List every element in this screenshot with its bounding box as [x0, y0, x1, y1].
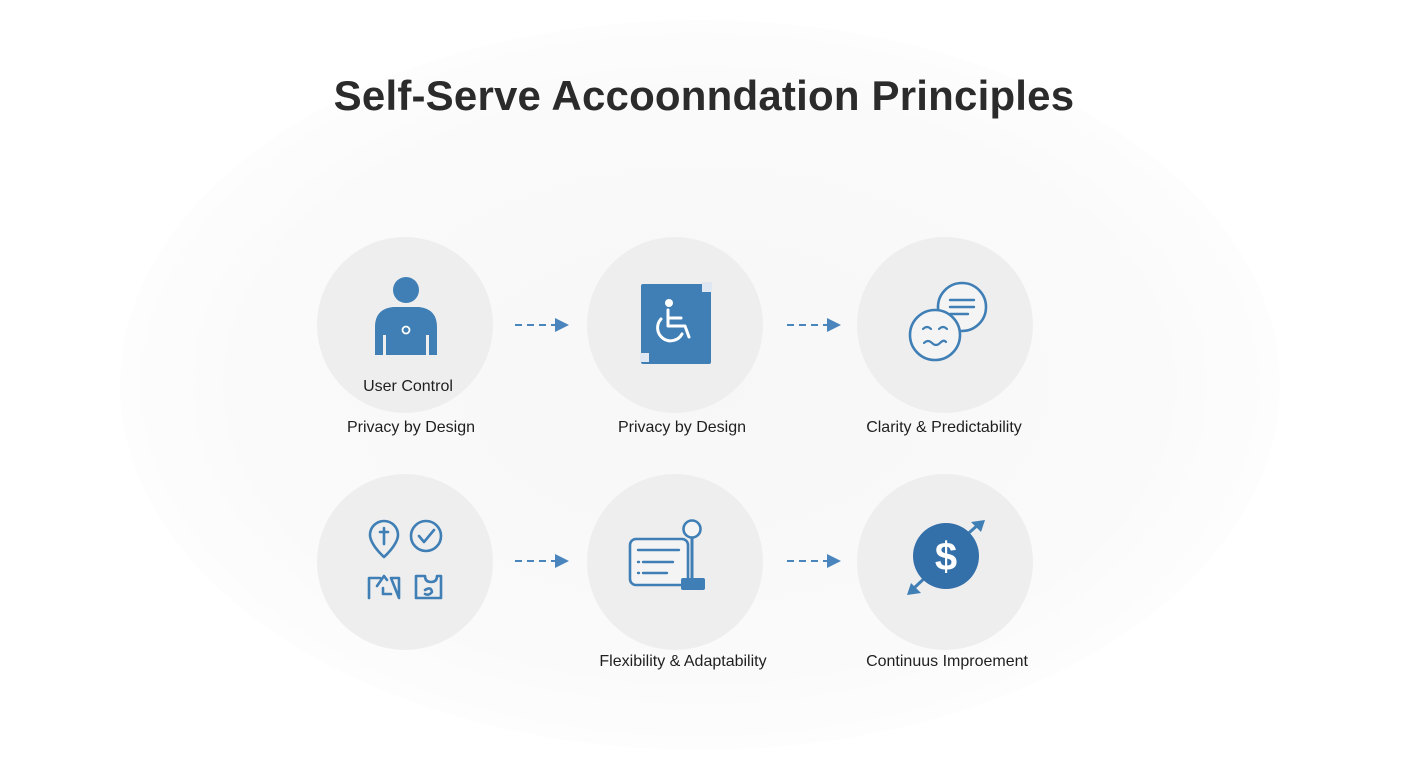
caption-privacy-by-design-2: Privacy by Design — [617, 419, 747, 436]
page-title: Self-Serve Accoonndation Principles — [333, 72, 1075, 119]
chat-bubbles-icon — [908, 281, 988, 362]
principle-circle-improvement: $ — [857, 474, 1033, 650]
principle-circle-clarity — [857, 237, 1033, 413]
wheelchair-icon — [640, 282, 712, 364]
person-icon — [375, 277, 437, 355]
dollar-growth-icon: $ — [907, 520, 985, 595]
dashed-arrow-4 — [787, 554, 841, 568]
principle-circle-options — [317, 474, 493, 650]
caption-flexibility-adaptability: Flexibility & Adaptability — [599, 653, 767, 670]
dashed-arrow-3 — [515, 554, 569, 568]
principle-circle-user-control — [317, 237, 493, 413]
caption-privacy-by-design-1: Privacy by Design — [346, 419, 476, 436]
svg-text:$: $ — [935, 535, 957, 579]
inner-label-user-control: User Control — [363, 378, 453, 395]
dashed-arrow-1 — [515, 318, 569, 332]
principle-circle-flexibility — [587, 474, 763, 650]
caption-clarity-predictability: Clarity & Predictability — [866, 419, 1022, 436]
dashed-arrow-2 — [787, 318, 841, 332]
options-checklist-icon — [367, 519, 443, 600]
principle-circle-accessibility — [587, 237, 763, 413]
form-panel-icon — [628, 519, 705, 590]
caption-continuous-improvement: Continuus Improement — [866, 653, 1028, 670]
